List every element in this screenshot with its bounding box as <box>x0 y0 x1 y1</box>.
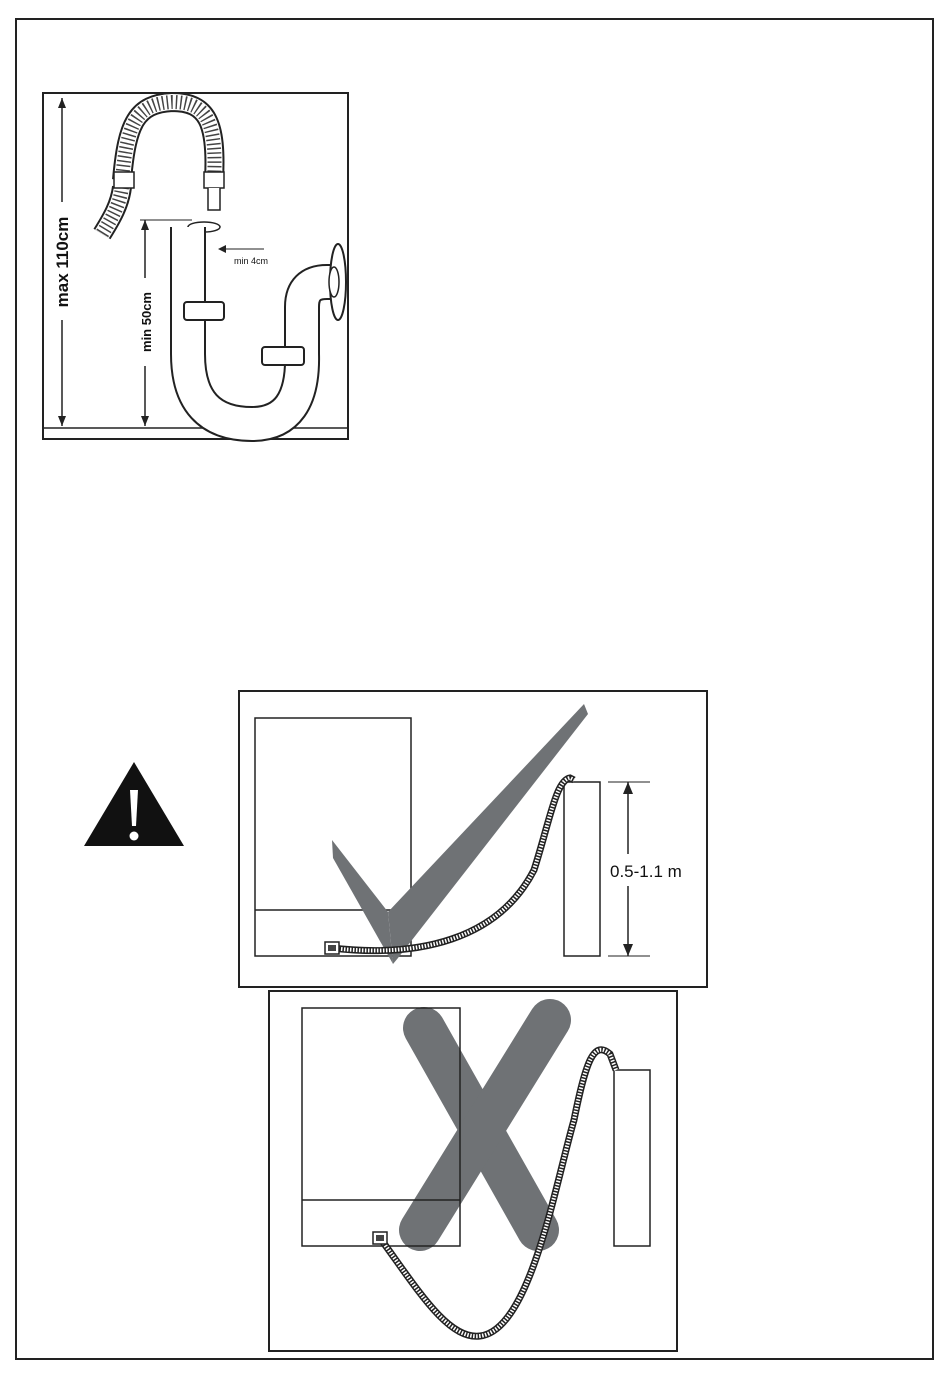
siphon-pipe: min 4cm <box>172 222 346 424</box>
height-label: 0.5-1.1 m <box>610 862 682 881</box>
siphon-diagram: max 110cm min 50cm min 4cm <box>42 92 350 442</box>
min-height-label: min 50cm <box>139 292 154 352</box>
cross-mark-icon <box>420 1020 550 1230</box>
drain-hose-hook <box>102 102 224 234</box>
warning-triangle-icon <box>82 760 186 848</box>
correct-installation-diagram: 0.5-1.1 m <box>238 690 710 990</box>
incorrect-installation-diagram <box>268 990 680 1354</box>
height-dimension: 0.5-1.1 m <box>608 782 682 956</box>
min-diameter-label: min 4cm <box>234 256 268 266</box>
max-height-label: max 110cm <box>53 217 72 308</box>
check-mark-icon <box>332 840 393 964</box>
max-height-dimension: max 110cm <box>53 98 72 426</box>
